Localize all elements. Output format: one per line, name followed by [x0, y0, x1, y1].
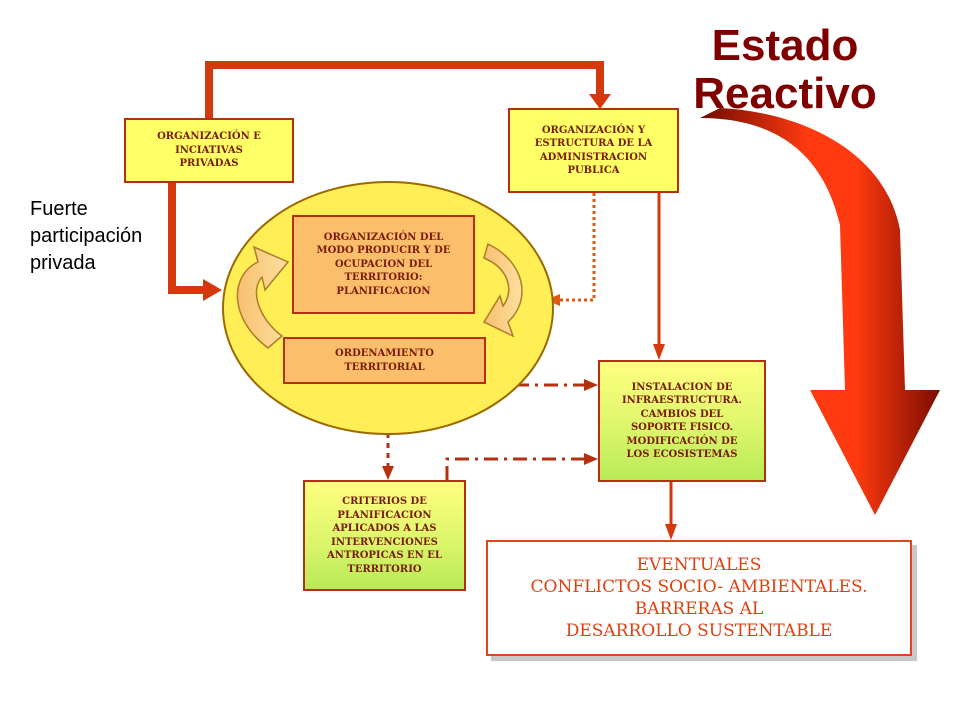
private-to-ellipse-arrow [168, 183, 205, 294]
private-to-ellipse-arrowhead [203, 279, 222, 301]
admin-to-ellipse-dotted [560, 193, 596, 302]
private-initiatives-box: ORGANIZACIÓN E INCIATIVAS PRIVADAS [124, 118, 294, 183]
ellipse-to-criteria-arrowhead [382, 466, 394, 480]
territorial-planning-box: ORDENAMIENTO TERRITORIAL [283, 337, 486, 384]
criteria-to-infrastructure-dashdot [445, 457, 586, 480]
ellipse-to-infrastructure-arrowhead [584, 379, 598, 391]
top-connector-arrowhead [589, 94, 611, 109]
reactive-state-arrow [700, 108, 940, 515]
top-connector-arrow [205, 61, 604, 118]
criteria-to-infrastructure-arrowhead [584, 453, 598, 465]
reactive-state-title: Estado Reactivo [693, 21, 877, 118]
private-participation-label: Fuerte participación privada [30, 198, 143, 274]
public-admin-box: ORGANIZACIÓN Y ESTRUCTURA DE LA ADMINIST… [508, 108, 679, 193]
production-mode-box: ORGANIZACIÓN DEL MODO PRODUCIR Y DE OCUP… [292, 215, 475, 314]
criteria-box: CRITERIOS DE PLANIFICACION APLICADOS A L… [303, 480, 466, 591]
infrastructure-box: INSTALACION DE INFRAESTRUCTURA. CAMBIOS … [598, 360, 766, 482]
cycle-arrow-right [482, 242, 523, 338]
conflicts-box: EVENTUALES CONFLICTOS SOCIO- AMBIENTALES… [486, 540, 912, 656]
cycle-arrow-left [236, 245, 290, 349]
admin-to-infrastructure-arrowhead [653, 344, 665, 360]
infrastructure-to-conflicts-arrowhead [665, 524, 677, 540]
